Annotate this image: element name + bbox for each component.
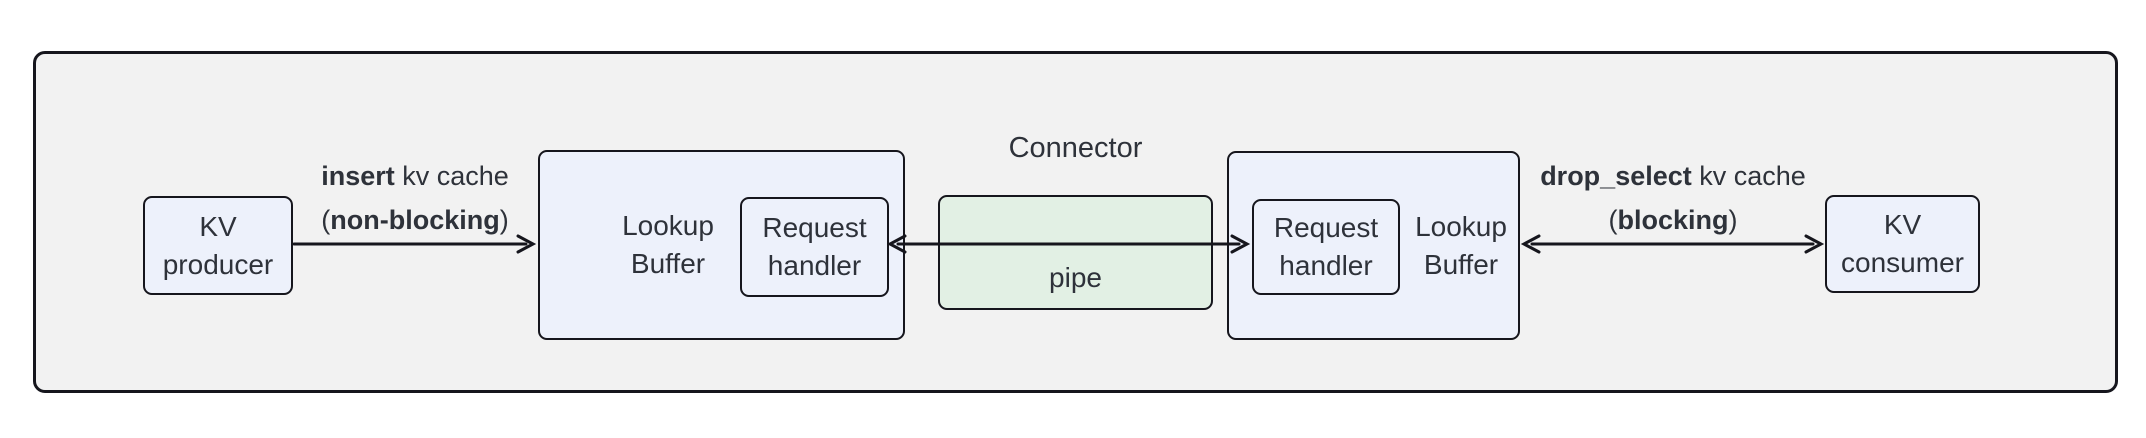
lookup-buffer-left-label: Lookup Buffer — [596, 152, 740, 338]
insert-paren-close: ) — [499, 205, 509, 235]
request-handler-right-label-line2: handler — [1279, 250, 1373, 281]
kv-consumer-node: KV consumer — [1825, 195, 1980, 293]
drop-select-paren-open: ( — [1608, 205, 1618, 235]
pipe-node: pipe — [938, 195, 1213, 310]
insert-mode-text: non-blocking — [330, 205, 500, 235]
insert-paren-open: ( — [321, 205, 331, 235]
kv-producer-node: KV producer — [143, 196, 293, 295]
request-handler-left-node: Request handler — [740, 197, 889, 297]
lookup-buffer-right-label-line2: Buffer — [1423, 248, 1499, 280]
kv-consumer-label-line2: consumer — [1841, 247, 1964, 278]
request-handler-left-label-line1: Request — [762, 212, 867, 243]
drop-select-edge-label-line2: (blocking) — [1473, 198, 1873, 242]
insert-op-text: insert — [321, 161, 395, 191]
lookup-buffer-left-label-line1: Lookup — [622, 210, 714, 241]
kv-producer-label-line1: KV — [199, 210, 237, 242]
drop-select-paren-close: ) — [1728, 205, 1738, 235]
lookup-buffer-left-node: Lookup Buffer Request handler — [538, 150, 905, 340]
pipe-label: pipe — [1049, 262, 1102, 293]
lookup-buffer-left-label-line2: Buffer — [630, 248, 706, 279]
drop-select-edge-label: drop_select kv cache (blocking) — [1473, 154, 1873, 242]
connector-title: Connector — [1008, 132, 1143, 164]
lookup-buffer-right-label: Lookup Buffer — [1400, 153, 1522, 338]
drop-select-mode-text: blocking — [1617, 205, 1729, 235]
request-handler-right-node: Request handler — [1252, 199, 1400, 295]
drop-select-suffix-text: kv cache — [1691, 161, 1806, 191]
insert-suffix-text: kv cache — [394, 161, 509, 191]
insert-edge-label: insert kv cache (non-blocking) — [215, 154, 615, 242]
lookup-buffer-right-label-line1: Lookup — [1415, 210, 1507, 242]
insert-edge-label-line2: (non-blocking) — [215, 198, 615, 242]
kv-producer-label-line2: producer — [162, 248, 274, 280]
request-handler-left-label-line2: handler — [767, 250, 862, 281]
lookup-buffer-right-node: Request handler Lookup Buffer — [1227, 151, 1520, 340]
kv-consumer-label-line1: KV — [1883, 209, 1922, 240]
drop-select-edge-label-line1: drop_select kv cache — [1473, 154, 1873, 198]
request-handler-right-label-line1: Request — [1273, 212, 1379, 243]
drop-select-op-text: drop_select — [1540, 161, 1692, 191]
insert-edge-label-line1: insert kv cache — [215, 154, 615, 198]
